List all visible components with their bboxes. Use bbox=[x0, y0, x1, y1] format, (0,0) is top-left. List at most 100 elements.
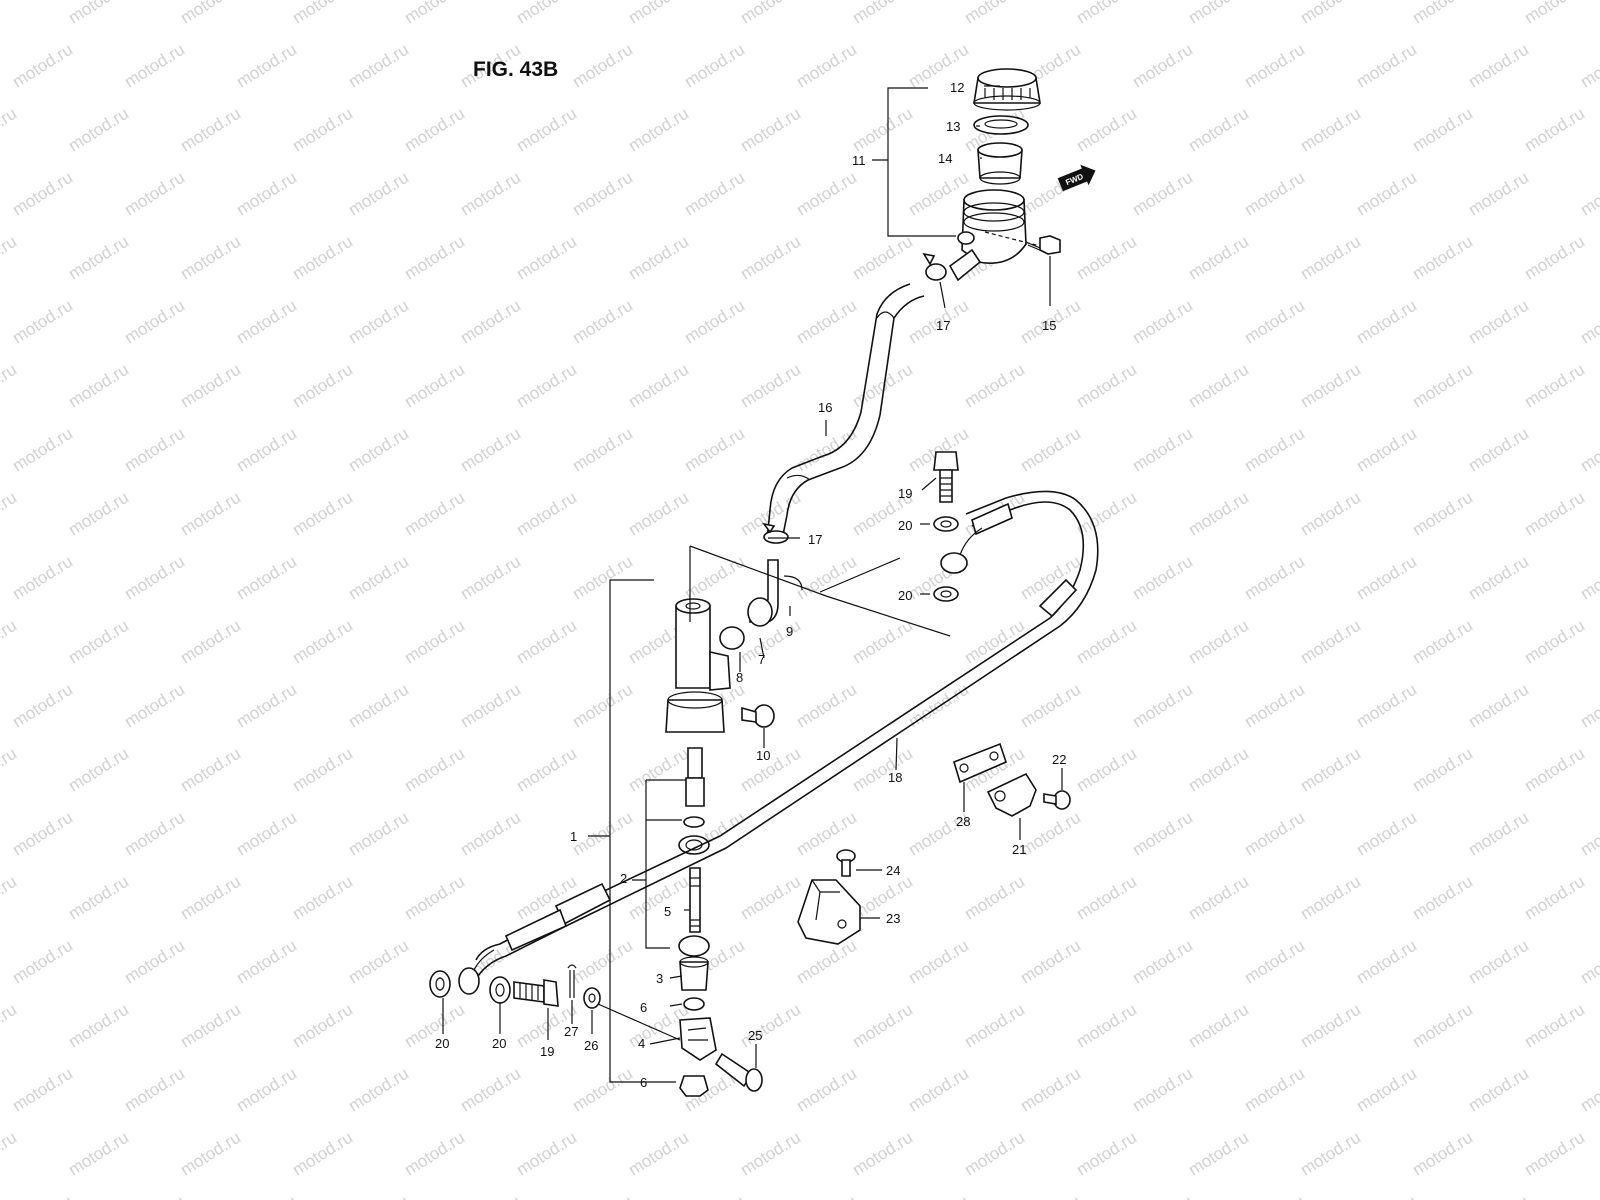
watermark-text: motod.ru bbox=[1465, 552, 1532, 604]
watermark-text: motod.ru bbox=[569, 1064, 636, 1116]
watermark-text: motod.ru bbox=[1185, 232, 1252, 284]
watermark-text: motod.ru bbox=[1241, 936, 1308, 988]
watermark-text: motod.ru bbox=[849, 360, 916, 412]
watermark-text: motod.ru bbox=[905, 168, 972, 220]
watermark-text: motod.ru bbox=[1297, 1128, 1364, 1180]
watermark-text: motod.ru bbox=[457, 808, 524, 860]
hose-clamp-lower bbox=[762, 522, 789, 544]
watermark-text: motod.ru bbox=[0, 0, 20, 27]
watermark-text: motod.ru bbox=[9, 552, 76, 604]
callout-19-left: 19 bbox=[540, 1044, 554, 1059]
callout-23: 23 bbox=[886, 911, 900, 926]
watermark-text: motod.ru bbox=[1409, 0, 1476, 27]
watermark-text: motod.ru bbox=[289, 104, 356, 156]
brake-hose bbox=[475, 490, 1099, 977]
watermark-text: motod.ru bbox=[1129, 40, 1196, 92]
watermark-text: motod.ru bbox=[849, 1000, 916, 1052]
watermark-text: motod.ru bbox=[569, 680, 636, 732]
watermark-text: motod.ru bbox=[233, 1192, 300, 1200]
watermark-text: motod.ru bbox=[121, 1192, 188, 1200]
watermark-text: motod.ru bbox=[289, 1000, 356, 1052]
watermark-text: motod.ru bbox=[0, 616, 20, 668]
callout-20-left-outer: 20 bbox=[435, 1036, 449, 1051]
watermark-text: motod.ru bbox=[457, 296, 524, 348]
watermark-text: motod.ru bbox=[1577, 936, 1600, 988]
watermark-text: motod.ru bbox=[1521, 360, 1588, 412]
bolt-22 bbox=[1043, 790, 1071, 810]
callout-15: 15 bbox=[1042, 318, 1056, 333]
watermark-text: motod.ru bbox=[513, 0, 580, 27]
watermark-text: motod.ru bbox=[1073, 104, 1140, 156]
clevis-joint bbox=[679, 1017, 717, 1061]
watermark-text: motod.ru bbox=[1129, 680, 1196, 732]
watermark-text: motod.ru bbox=[1521, 1128, 1588, 1180]
watermark-text: motod.ru bbox=[289, 488, 356, 540]
watermark-text: motod.ru bbox=[1185, 1000, 1252, 1052]
watermark-text: motod.ru bbox=[1297, 1000, 1364, 1052]
watermark-text: motod.ru bbox=[1297, 744, 1364, 796]
watermark-text: motod.ru bbox=[737, 1000, 804, 1052]
watermark-text: motod.ru bbox=[401, 616, 468, 668]
watermark-text: motod.ru bbox=[1017, 424, 1084, 476]
watermark-text: motod.ru bbox=[681, 552, 748, 604]
watermark-text: motod.ru bbox=[1465, 40, 1532, 92]
watermark-text: motod.ru bbox=[9, 168, 76, 220]
watermark-text: motod.ru bbox=[793, 680, 860, 732]
watermark-text: motod.ru bbox=[1465, 296, 1532, 348]
watermark-text: motod.ru bbox=[905, 1192, 972, 1200]
watermark-text: motod.ru bbox=[1129, 808, 1196, 860]
watermark-text: motod.ru bbox=[569, 552, 636, 604]
watermark-text: motod.ru bbox=[289, 232, 356, 284]
watermark-text: motod.ru bbox=[1409, 1128, 1476, 1180]
washer-right-lower bbox=[933, 586, 959, 602]
watermark-text: motod.ru bbox=[1409, 360, 1476, 412]
watermark-text: motod.ru bbox=[233, 424, 300, 476]
watermark-text: motod.ru bbox=[233, 168, 300, 220]
watermark-text: motod.ru bbox=[849, 104, 916, 156]
screw-24 bbox=[836, 849, 856, 877]
watermark-text: motod.ru bbox=[233, 1064, 300, 1116]
watermark-text: motod.ru bbox=[0, 488, 20, 540]
watermark-text: motod.ru bbox=[1241, 40, 1308, 92]
watermark-text: motod.ru bbox=[0, 744, 20, 796]
watermark-text: motod.ru bbox=[0, 1000, 20, 1052]
watermark-text: motod.ru bbox=[65, 360, 132, 412]
watermark-text: motod.ru bbox=[345, 296, 412, 348]
watermark-text: motod.ru bbox=[289, 744, 356, 796]
watermark-text: motod.ru bbox=[1465, 1064, 1532, 1116]
watermark-text: motod.ru bbox=[1577, 552, 1600, 604]
watermark-text: motod.ru bbox=[177, 744, 244, 796]
reservoir-cap bbox=[973, 68, 1041, 111]
watermark-text: motod.ru bbox=[737, 104, 804, 156]
watermark-text: motod.ru bbox=[1409, 232, 1476, 284]
watermark-text: motod.ru bbox=[849, 616, 916, 668]
watermark-text: motod.ru bbox=[905, 1064, 972, 1116]
watermark-text: motod.ru bbox=[1129, 1192, 1196, 1200]
bolt-15 bbox=[984, 231, 1061, 255]
watermark-text: motod.ru bbox=[177, 104, 244, 156]
callout-6-upper: 6 bbox=[640, 1000, 647, 1015]
watermark-text: motod.ru bbox=[793, 296, 860, 348]
watermark-text: motod.ru bbox=[625, 1128, 692, 1180]
callout-17-lower: 17 bbox=[808, 532, 822, 547]
watermark-text: motod.ru bbox=[9, 40, 76, 92]
watermark-text: motod.ru bbox=[793, 168, 860, 220]
watermark-text: motod.ru bbox=[121, 424, 188, 476]
watermark-text: motod.ru bbox=[1577, 168, 1600, 220]
watermark-text: motod.ru bbox=[177, 872, 244, 924]
watermark-text: motod.ru bbox=[0, 872, 20, 924]
watermark-text: motod.ru bbox=[1577, 1192, 1600, 1200]
watermark-text: motod.ru bbox=[625, 488, 692, 540]
watermark-text: motod.ru bbox=[1353, 424, 1420, 476]
watermark-text: motod.ru bbox=[65, 616, 132, 668]
watermark-text: motod.ru bbox=[849, 0, 916, 27]
watermark-text: motod.ru bbox=[401, 872, 468, 924]
watermark-text: motod.ru bbox=[457, 552, 524, 604]
watermark-text: motod.ru bbox=[1465, 168, 1532, 220]
watermark-text: motod.ru bbox=[1073, 1000, 1140, 1052]
watermark-text: motod.ru bbox=[1185, 360, 1252, 412]
callout-8: 8 bbox=[736, 670, 743, 685]
watermark-text: motod.ru bbox=[849, 1128, 916, 1180]
callout-19-right: 19 bbox=[898, 486, 912, 501]
banjo-fitting-left bbox=[458, 949, 495, 995]
